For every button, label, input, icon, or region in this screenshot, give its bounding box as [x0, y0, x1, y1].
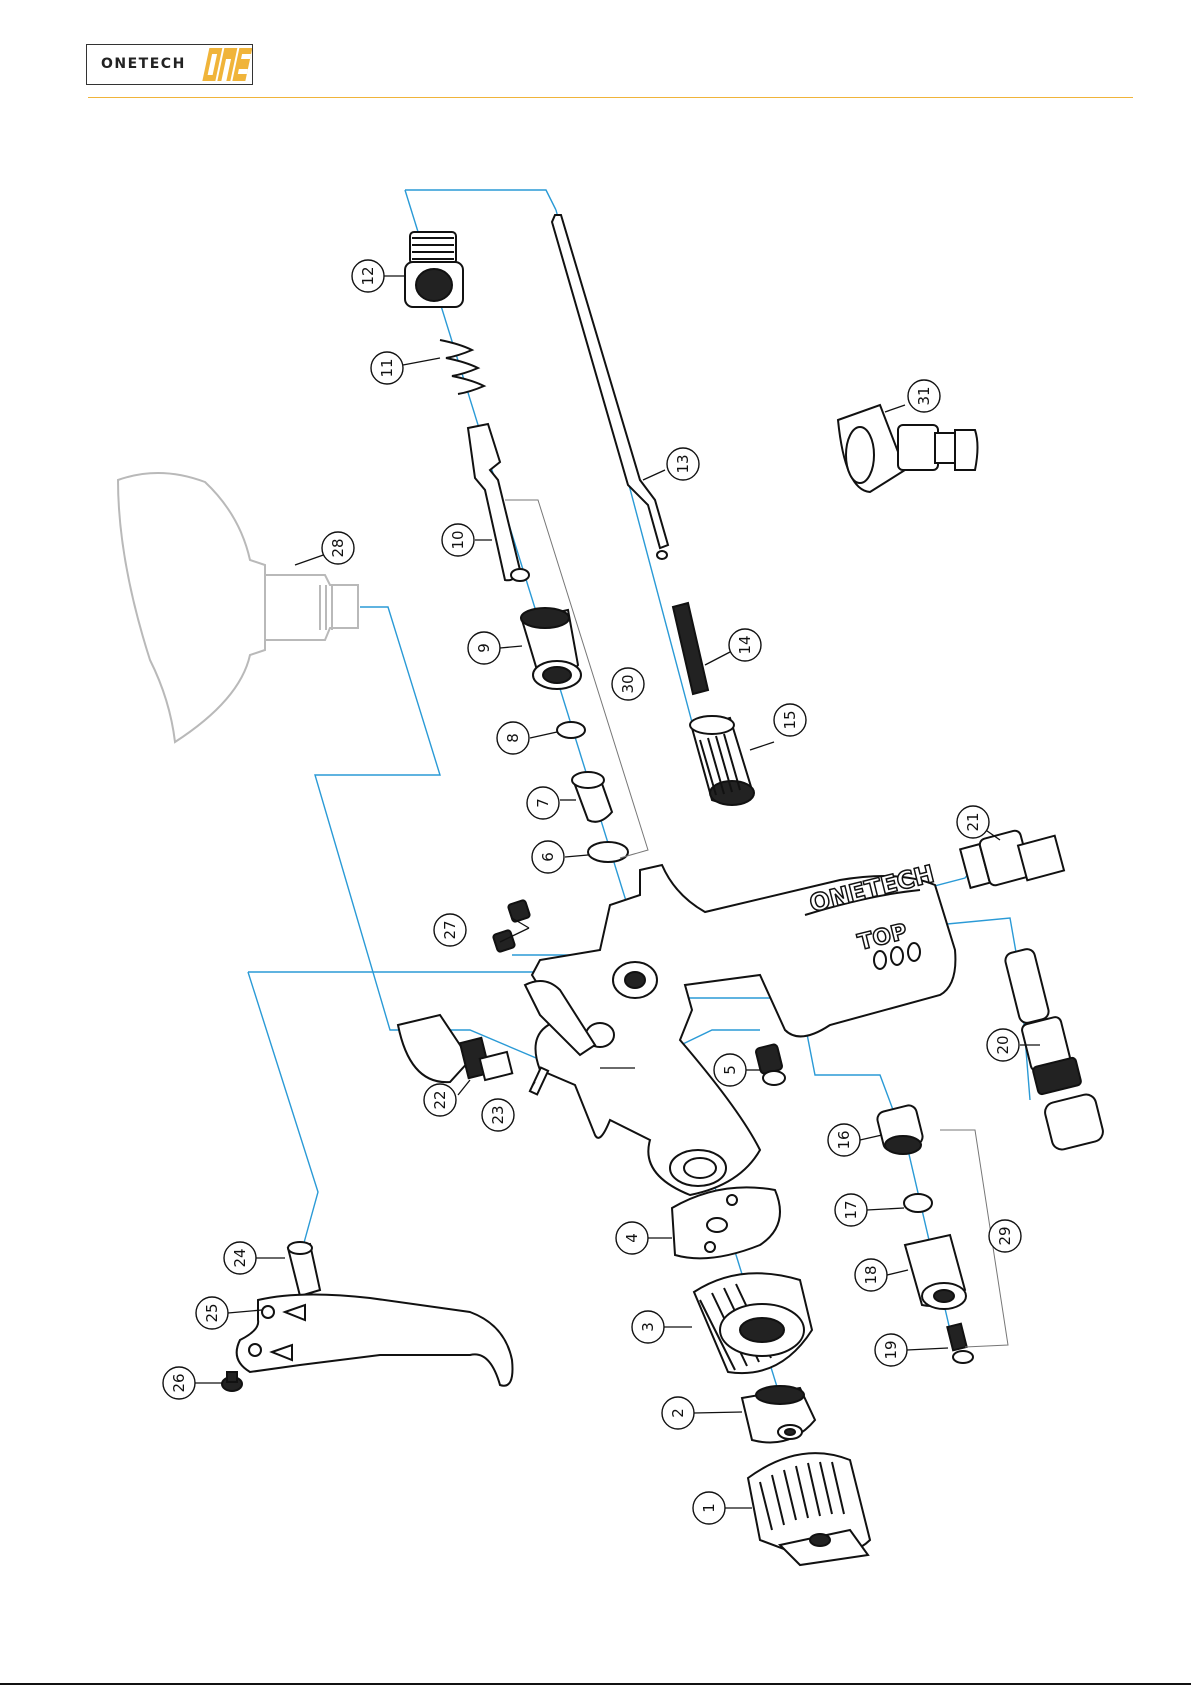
- callout-19: 19: [875, 1334, 907, 1366]
- callout-10: 10: [442, 524, 474, 556]
- part-5-pattern-valve: [755, 1044, 785, 1085]
- part-19-bolt: [947, 1324, 973, 1363]
- callout-5: 5: [714, 1054, 746, 1086]
- svg-text:21: 21: [964, 812, 982, 831]
- svg-text:23: 23: [489, 1105, 507, 1124]
- callout-13: 13: [667, 448, 699, 480]
- callout-16: 16: [828, 1124, 860, 1156]
- svg-text:28: 28: [329, 538, 347, 557]
- part-23-pin: [530, 1068, 548, 1095]
- part-12-needle-spring-cap: [405, 232, 463, 307]
- svg-text:16: 16: [835, 1130, 853, 1149]
- svg-text:18: 18: [862, 1265, 880, 1284]
- callout-18: 18: [855, 1259, 887, 1291]
- svg-text:13: 13: [674, 454, 692, 473]
- svg-text:9: 9: [475, 643, 493, 653]
- svg-text:26: 26: [170, 1373, 188, 1392]
- callout-1: 1: [693, 1492, 725, 1524]
- callout-25: 25: [196, 1297, 228, 1329]
- part-7-bushing: [572, 772, 612, 822]
- svg-text:6: 6: [539, 852, 557, 862]
- callout-2: 2: [662, 1397, 694, 1429]
- svg-text:15: 15: [781, 710, 799, 729]
- callout-24: 24: [224, 1242, 256, 1274]
- part-16-fluid-adapter: [876, 1104, 924, 1154]
- callout-15: 15: [774, 704, 806, 736]
- svg-text:25: 25: [203, 1303, 221, 1322]
- callout-7: 7: [527, 787, 559, 819]
- callout-30: 30: [612, 668, 644, 700]
- part-17-gasket: [904, 1194, 932, 1212]
- svg-text:31: 31: [915, 386, 933, 405]
- part-9-air-valve-seat: [521, 608, 581, 689]
- part-25-trigger: [237, 1294, 513, 1385]
- callout-3: 3: [632, 1311, 664, 1343]
- part-4-baffle: [672, 1187, 780, 1258]
- callout-26: 26: [163, 1367, 195, 1399]
- svg-text:10: 10: [449, 530, 467, 549]
- part-2-fluid-nozzle: [742, 1386, 815, 1443]
- svg-text:3: 3: [639, 1322, 657, 1332]
- callout-21: 21: [957, 806, 989, 838]
- callout-8: 8: [497, 722, 529, 754]
- svg-text:24: 24: [231, 1248, 249, 1267]
- part-1-air-cap: [748, 1453, 870, 1565]
- part-18-nut: [905, 1235, 966, 1309]
- part-3-retaining-ring: [694, 1273, 812, 1373]
- callout-12: 12: [352, 260, 384, 292]
- part-15-fluid-adjustment-knob: [690, 716, 754, 805]
- part-8-o-ring: [557, 722, 585, 738]
- callout-9: 9: [468, 632, 500, 664]
- svg-text:14: 14: [736, 635, 754, 654]
- svg-text:29: 29: [996, 1226, 1014, 1245]
- part-24-trigger-pin: [288, 1242, 320, 1296]
- part-13-fluid-needle: [552, 215, 668, 559]
- svg-text:27: 27: [441, 920, 459, 939]
- svg-text:17: 17: [842, 1200, 860, 1219]
- svg-text:30: 30: [619, 674, 637, 693]
- part-14-needle-spring: [673, 603, 708, 694]
- svg-text:11: 11: [378, 358, 396, 377]
- part-28-paint-cup: [118, 473, 358, 742]
- callout-20: 20: [987, 1029, 1019, 1061]
- callout-27: 27: [434, 914, 466, 946]
- callout-31: 31: [908, 380, 940, 412]
- svg-text:2: 2: [669, 1408, 687, 1418]
- svg-text:20: 20: [994, 1035, 1012, 1054]
- svg-text:1: 1: [700, 1503, 718, 1513]
- callout-22: 22: [424, 1084, 456, 1116]
- callout-14: 14: [729, 629, 761, 661]
- part-26-screw: [222, 1372, 242, 1391]
- part-22-air-valve-housing: [398, 1015, 512, 1082]
- part-31-adapter: [838, 405, 978, 492]
- callout-29: 29: [989, 1220, 1021, 1252]
- callout-11: 11: [371, 352, 403, 384]
- callout-17: 17: [835, 1194, 867, 1226]
- svg-text:4: 4: [623, 1233, 641, 1243]
- part-6-seal-ring: [588, 842, 628, 862]
- svg-text:7: 7: [534, 798, 552, 808]
- callout-6: 6: [532, 841, 564, 873]
- svg-text:22: 22: [431, 1090, 449, 1109]
- callout-4: 4: [616, 1222, 648, 1254]
- callout-23: 23: [482, 1099, 514, 1131]
- svg-text:5: 5: [721, 1065, 739, 1075]
- svg-text:12: 12: [359, 266, 377, 285]
- svg-text:8: 8: [504, 733, 522, 743]
- callout-28: 28: [322, 532, 354, 564]
- part-11-spring: [440, 340, 484, 394]
- svg-text:19: 19: [882, 1340, 900, 1359]
